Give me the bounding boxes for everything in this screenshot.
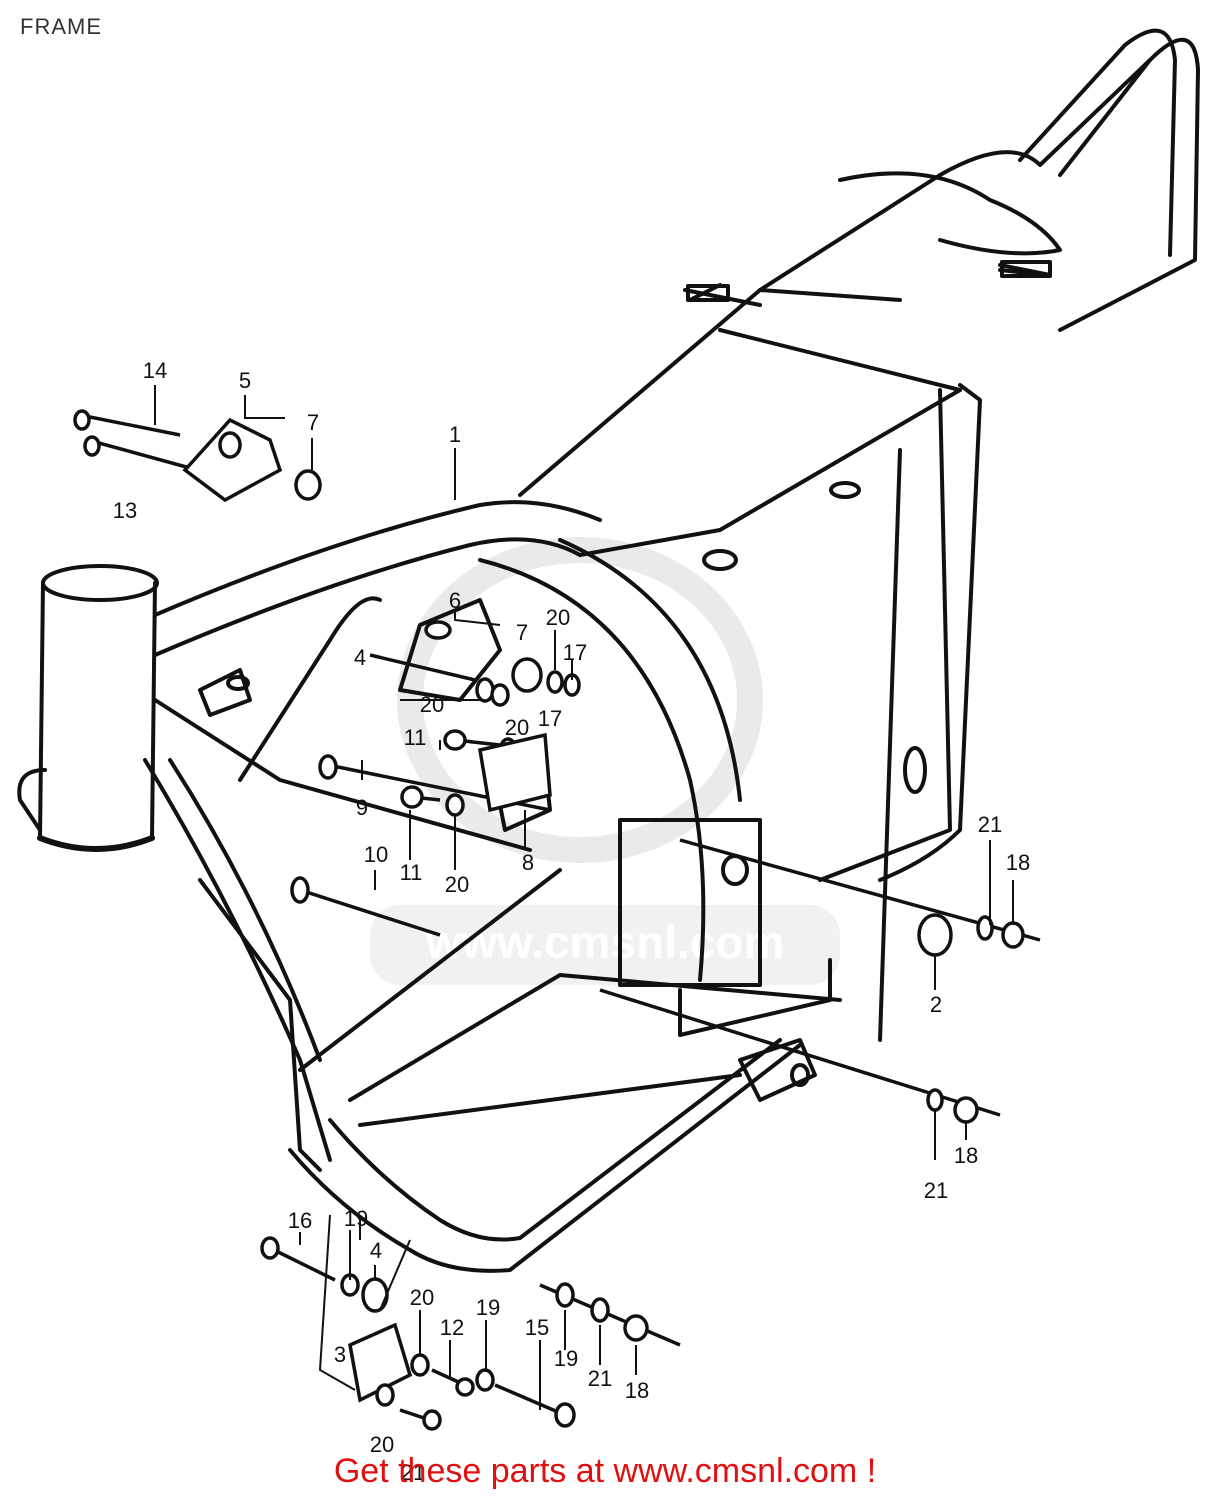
part-label: 10 (364, 842, 388, 867)
part-label: 17 (538, 706, 562, 731)
part-label: 19 (344, 1206, 368, 1231)
part-label: 18 (625, 1378, 649, 1403)
part-label: 19 (476, 1295, 500, 1320)
promo-link[interactable]: Get these parts at www.cmsnl.com ! (333, 1452, 877, 1490)
part-label: 9 (356, 795, 368, 820)
part-label: 3 (334, 1342, 346, 1367)
part-label: 21 (588, 1366, 612, 1391)
part-label: 21 (924, 1178, 948, 1203)
frame-drawing (17, 28, 1200, 1273)
part-label: 11 (400, 860, 423, 885)
part-label: 19 (554, 1346, 578, 1371)
part-label: 14 (143, 358, 167, 383)
part-label: 15 (525, 1315, 549, 1340)
part-label: 5 (239, 368, 251, 393)
part-label: 12 (440, 1315, 464, 1340)
part-label: 18 (954, 1143, 978, 1168)
part-label: 20 (505, 715, 529, 740)
part-label: 4 (354, 645, 366, 670)
part-label: 20 (445, 872, 469, 897)
part-label: 21 (401, 1460, 425, 1485)
part-label: 1 (449, 422, 461, 447)
part-label: 17 (563, 640, 587, 665)
part-label: 16 (288, 1208, 312, 1233)
watermark-text: www.cmsnl.com (425, 916, 785, 968)
part-label: 7 (516, 620, 528, 645)
part-label: 8 (522, 850, 534, 875)
part-label: 2 (930, 992, 942, 1017)
part-labels: 14 5 7 13 1 6 7 20 17 4 20 17 20 11 9 11… (113, 358, 1030, 1485)
part-label: 7 (307, 410, 319, 435)
part-label: 4 (370, 1238, 382, 1263)
part-label: 20 (370, 1432, 394, 1457)
part-label: 20 (546, 605, 570, 630)
part-label: 6 (449, 588, 461, 613)
part-label: 18 (1006, 850, 1030, 875)
part-label: 11 (404, 725, 427, 750)
page-title: FRAME (20, 14, 102, 39)
leader-lines (154, 385, 1014, 1410)
part-label: 13 (113, 498, 137, 523)
part-label: 21 (978, 812, 1002, 837)
part-label: 20 (410, 1285, 434, 1310)
part-label: 20 (420, 692, 444, 717)
hardware (73, 409, 1041, 1431)
